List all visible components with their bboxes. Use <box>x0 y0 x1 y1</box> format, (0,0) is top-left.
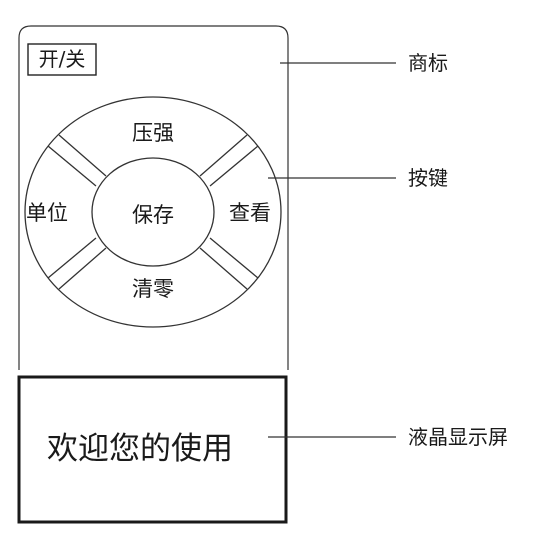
device-body <box>18 25 289 370</box>
button-left-unit[interactable]: 单位 <box>26 201 68 225</box>
lcd-frame <box>17 375 288 524</box>
divider-lower-left-b <box>47 237 97 279</box>
divider-upper-right-b <box>209 145 259 187</box>
divider-upper-left-a <box>58 134 107 177</box>
power-button-frame <box>27 43 97 76</box>
power-button[interactable]: 开/关 <box>27 43 97 76</box>
lcd-display: 欢迎您的使用 <box>17 375 288 524</box>
button-right-view[interactable]: 查看 <box>229 201 271 225</box>
callout-lines <box>268 62 396 438</box>
keypad: 压强 单位 保存 查看 清零 <box>24 96 282 328</box>
divider-lower-right-b <box>209 237 259 279</box>
power-button-label: 开/关 <box>39 47 86 71</box>
divider-lower-right-a <box>199 247 248 290</box>
divider-lower-left-a <box>58 247 107 290</box>
keypad-dividers <box>47 134 259 290</box>
callout-label-lcd: 液晶显示屏 <box>408 425 508 449</box>
keypad-outer-ring <box>24 96 282 328</box>
button-down-zero[interactable]: 清零 <box>132 277 174 301</box>
callout-label-keys: 按键 <box>408 166 448 190</box>
keypad-inner-ring <box>91 157 215 267</box>
callout-label-logo: 商标 <box>408 51 448 75</box>
button-center-save[interactable]: 保存 <box>132 203 174 227</box>
divider-upper-left-b <box>47 145 97 187</box>
divider-upper-right-a <box>199 134 248 177</box>
lcd-welcome-text: 欢迎您的使用 <box>47 431 233 467</box>
button-up-pressure[interactable]: 压强 <box>132 121 174 145</box>
